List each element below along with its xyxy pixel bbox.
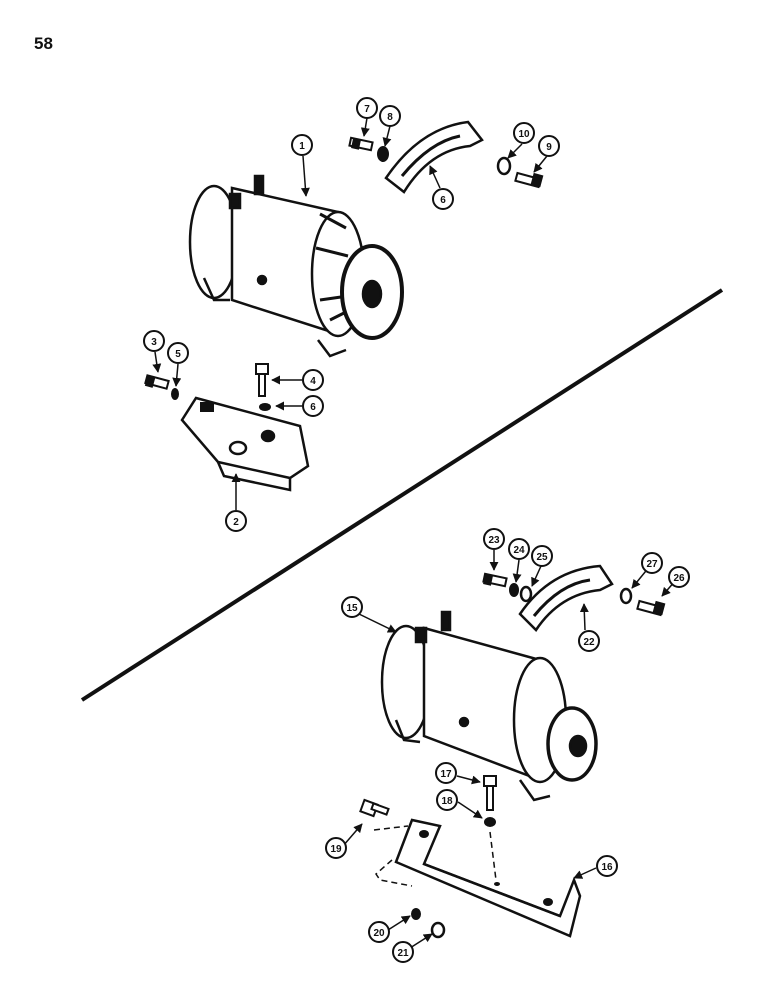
svg-text:24: 24 — [513, 545, 525, 556]
washer-6 — [259, 403, 271, 411]
svg-text:23: 23 — [488, 535, 500, 546]
svg-text:27: 27 — [646, 559, 658, 570]
callout-6-lower: 6 — [302, 395, 324, 417]
callout-21: 21 — [392, 941, 414, 963]
svg-text:7: 7 — [364, 104, 370, 115]
svg-text:1: 1 — [299, 141, 305, 152]
callout-17: 17 — [435, 762, 457, 784]
callout-4: 4 — [302, 369, 324, 391]
callout-10: 10 — [513, 122, 535, 144]
svg-text:6: 6 — [440, 195, 446, 206]
adjusting-bracket-upper — [384, 120, 484, 194]
svg-text:6: 6 — [310, 402, 316, 413]
hidden-line — [489, 831, 497, 881]
mounting-base-lower — [394, 818, 582, 938]
bolt-23 — [482, 572, 508, 588]
svg-text:17: 17 — [440, 769, 452, 780]
washer-5 — [171, 388, 179, 400]
callout-9: 9 — [538, 135, 560, 157]
divider-line — [80, 288, 724, 702]
mounting-base-upper — [180, 396, 310, 492]
svg-text:8: 8 — [387, 112, 393, 123]
callout-6-upper: 6 — [432, 188, 454, 210]
generator-lower — [380, 610, 598, 802]
bolt-19 — [359, 798, 390, 818]
svg-text:3: 3 — [151, 337, 157, 348]
svg-text:5: 5 — [175, 349, 181, 360]
washer-18 — [484, 817, 496, 827]
callout-1: 1 — [291, 134, 313, 156]
washer-8 — [377, 146, 389, 162]
callout-26: 26 — [668, 566, 690, 588]
svg-text:10: 10 — [518, 129, 530, 140]
bolt-3 — [144, 374, 170, 390]
callout-2: 2 — [225, 510, 247, 532]
adjusting-bracket-lower — [518, 564, 614, 632]
callout-7: 7 — [356, 97, 378, 119]
callout-25: 25 — [531, 545, 553, 567]
callout-24: 24 — [508, 538, 530, 560]
washer-24 — [509, 583, 519, 597]
bolt-7 — [348, 136, 374, 152]
generator-upper — [188, 174, 404, 358]
hidden-line — [373, 825, 409, 831]
svg-text:16: 16 — [601, 862, 613, 873]
page-number: 58 — [34, 34, 53, 53]
svg-text:9: 9 — [546, 142, 552, 153]
svg-text:19: 19 — [330, 844, 342, 855]
svg-text:20: 20 — [373, 928, 385, 939]
svg-text:21: 21 — [397, 948, 409, 959]
callout-16: 16 — [596, 855, 618, 877]
callout-3: 3 — [143, 330, 165, 352]
washer-27 — [619, 587, 633, 605]
bolt-26 — [636, 599, 666, 617]
callout-20: 20 — [368, 921, 390, 943]
callout-22: 22 — [578, 630, 600, 652]
callout-27: 27 — [641, 552, 663, 574]
svg-text:2: 2 — [233, 517, 239, 528]
bolt-4 — [255, 363, 269, 397]
washer-20 — [411, 908, 421, 920]
svg-text:18: 18 — [441, 796, 453, 807]
callout-18: 18 — [436, 789, 458, 811]
callout-15: 15 — [341, 596, 363, 618]
svg-text:22: 22 — [583, 637, 595, 648]
washer-10 — [496, 156, 512, 176]
hidden-line — [375, 859, 413, 887]
svg-text:26: 26 — [673, 573, 685, 584]
svg-text:25: 25 — [536, 552, 548, 563]
callout-19: 19 — [325, 837, 347, 859]
svg-text:15: 15 — [346, 603, 358, 614]
svg-text:4: 4 — [310, 376, 316, 387]
callout-23: 23 — [483, 528, 505, 550]
bolt-9 — [514, 171, 544, 189]
callout-5: 5 — [167, 342, 189, 364]
callout-8: 8 — [379, 105, 401, 127]
nut-21 — [430, 921, 446, 939]
bolt-17 — [483, 775, 497, 811]
washer-25 — [519, 585, 533, 603]
